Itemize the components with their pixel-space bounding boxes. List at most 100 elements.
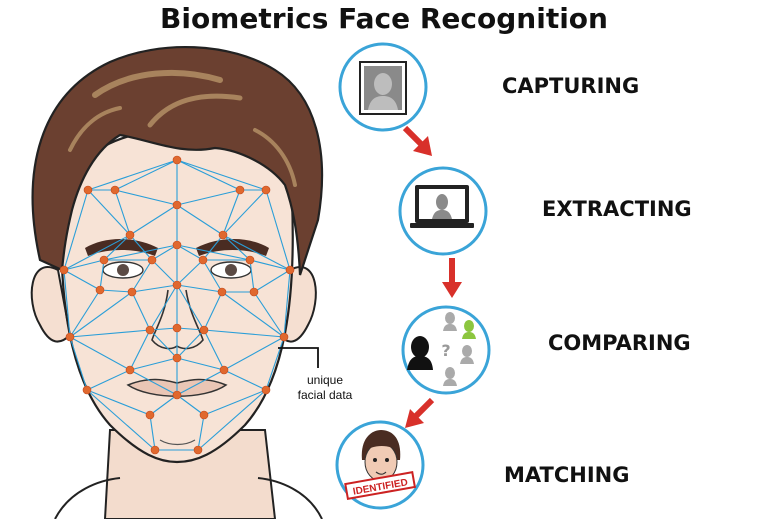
mesh-edge — [151, 259, 178, 286]
annotation-text-line2: facial data — [298, 388, 353, 402]
mesh-landmark-node — [261, 385, 271, 395]
mesh-edge — [151, 244, 178, 261]
mesh-edge — [69, 291, 133, 338]
step-label-comparing: COMPARING — [548, 331, 691, 355]
mesh-edge — [222, 234, 251, 261]
mesh-landmark-node — [127, 287, 137, 297]
mesh-edge — [114, 189, 178, 206]
mesh-edge — [283, 269, 291, 338]
mesh-edge — [176, 329, 205, 359]
mesh-edge — [131, 284, 178, 293]
mesh-edge — [129, 204, 178, 236]
mesh-edge — [265, 189, 291, 271]
monitor-face-icon — [410, 185, 474, 228]
mesh-edge — [86, 389, 156, 451]
mesh-edge — [222, 189, 267, 236]
mesh-edge — [223, 336, 285, 371]
face-comparison-icon: ? — [407, 312, 476, 386]
mesh-landmark-node — [285, 265, 295, 275]
mesh-landmark-node — [150, 445, 160, 455]
mesh-landmark-node — [99, 255, 109, 265]
facial-landmark-mesh — [59, 155, 295, 455]
mesh-edge — [103, 244, 178, 261]
mesh-edge — [149, 394, 178, 416]
mesh-edge — [176, 327, 205, 331]
mesh-landmark-node — [218, 230, 228, 240]
mesh-landmark-node — [59, 265, 69, 275]
mesh-edge — [99, 259, 105, 291]
mesh-landmark-node — [125, 365, 135, 375]
mesh-landmark-node — [145, 410, 155, 420]
question-mark-icon: ? — [441, 341, 450, 360]
mesh-edge — [149, 327, 178, 331]
mesh-edge — [222, 189, 241, 236]
diagram-title: Biometrics Face Recognition — [160, 2, 608, 35]
mesh-edge — [203, 329, 225, 371]
mesh-landmark-node — [217, 287, 227, 297]
mesh-edge — [222, 234, 291, 271]
mesh-edge — [176, 244, 251, 261]
mesh-edge — [103, 234, 131, 261]
mesh-landmark-node — [65, 332, 75, 342]
mesh-edge — [129, 357, 178, 371]
mesh-landmark-node — [261, 185, 271, 195]
mesh-edge — [176, 204, 224, 236]
mesh-landmark-node — [193, 445, 203, 455]
mesh-edge — [63, 269, 101, 291]
mesh-edge — [265, 336, 285, 391]
mesh-edge — [63, 234, 131, 271]
mesh-edge — [176, 189, 241, 206]
mesh-edge — [176, 284, 223, 293]
arrow-extract-to-compare — [442, 258, 462, 298]
mesh-landmark-node — [172, 323, 182, 333]
annotation-text-line1: unique — [307, 373, 343, 387]
step-extracting: EXTRACTING — [398, 166, 692, 256]
mesh-edge — [99, 289, 133, 293]
arrow-capture-to-extract — [402, 125, 432, 156]
mesh-landmark-node — [110, 185, 120, 195]
annotation-leader-line — [278, 347, 319, 368]
mesh-edge — [129, 234, 153, 261]
mesh-landmark-node — [249, 287, 259, 297]
mesh-landmark-node — [198, 255, 208, 265]
mesh-landmark-node — [172, 280, 182, 290]
mesh-landmark-node — [147, 255, 157, 265]
arrow-compare-to-match — [405, 397, 435, 428]
mesh-edge — [63, 189, 89, 271]
mesh-landmark-node — [199, 325, 209, 335]
mesh-edge — [176, 369, 225, 396]
mesh-edge — [176, 357, 225, 371]
mesh-edge — [86, 369, 131, 391]
face-illustration — [30, 45, 324, 519]
mesh-edge — [129, 369, 178, 396]
mesh-landmark-node — [219, 365, 229, 375]
mesh-landmark-node — [172, 240, 182, 250]
mesh-landmark-node — [172, 155, 182, 165]
mesh-edge — [253, 291, 285, 338]
mesh-edge — [114, 159, 178, 191]
step-label-extracting: EXTRACTING — [542, 197, 692, 221]
mesh-edge — [253, 269, 291, 293]
mesh-edge — [129, 329, 151, 371]
mesh-edge — [149, 284, 178, 331]
step-matching: IDENTIFIED MATCHING — [335, 420, 629, 510]
mesh-landmark-node — [245, 255, 255, 265]
mesh-edge — [149, 329, 178, 359]
mesh-edge — [63, 259, 105, 271]
mesh-edge — [149, 414, 156, 451]
mesh-edge — [69, 329, 151, 338]
step-comparing: ? COMPARING — [401, 305, 691, 395]
step-label-capturing: CAPTURING — [502, 74, 639, 98]
mesh-edge — [63, 269, 71, 338]
mesh-edge — [202, 234, 224, 261]
mesh-edge — [223, 369, 267, 391]
left-eyebrow — [85, 239, 158, 256]
mesh-edge — [69, 336, 88, 391]
mesh-edge — [131, 259, 153, 293]
mesh-edge — [203, 329, 285, 338]
mesh-edge — [176, 244, 204, 261]
mesh-landmark-node — [199, 410, 209, 420]
mesh-landmark-node — [235, 185, 245, 195]
mesh-edge — [176, 394, 205, 416]
